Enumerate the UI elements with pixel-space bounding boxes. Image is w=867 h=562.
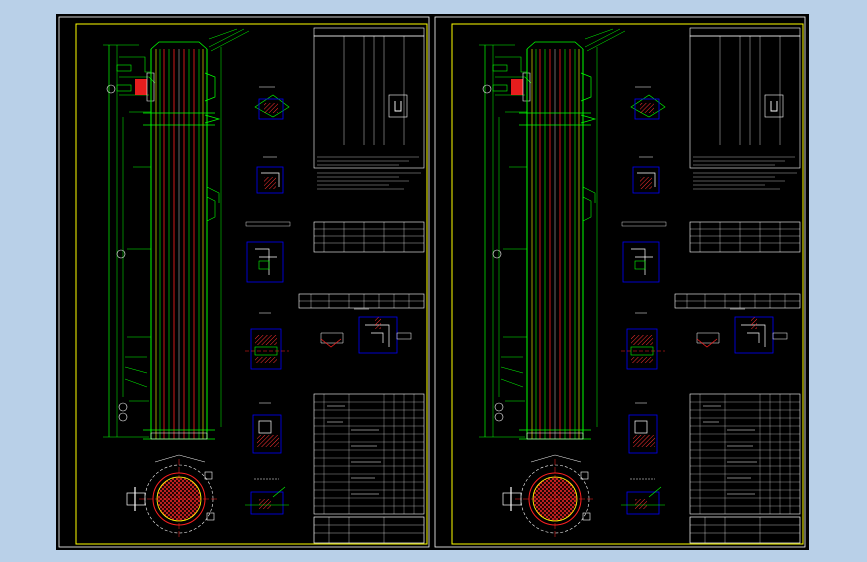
right-drawing-sheet[interactable] [434, 16, 806, 548]
left-drawing-sheet[interactable] [58, 16, 430, 548]
